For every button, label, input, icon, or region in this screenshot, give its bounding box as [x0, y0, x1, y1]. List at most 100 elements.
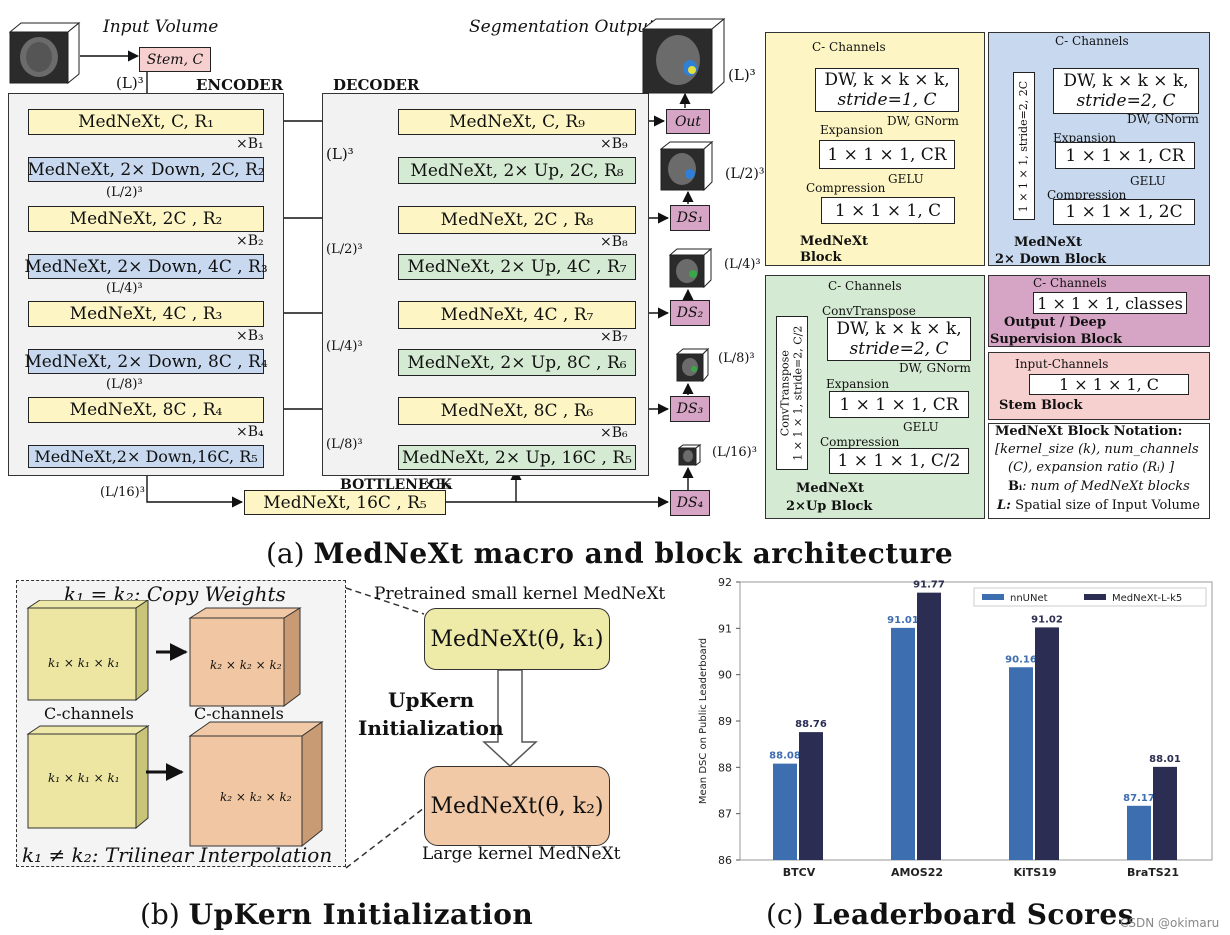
legend-label: MedNeXt-L-k5: [1112, 593, 1182, 604]
classes-box: 1 × 1 × 1, classes: [1033, 292, 1187, 314]
compress-box: 1 × 1 × 1, C: [821, 197, 955, 224]
decoder-up-1: MedNeXt, 2× Up, 2C, R₈: [398, 157, 636, 184]
decoder-up-3: MedNeXt, 2× Up, 8C , R₆: [398, 349, 636, 376]
bar-mednext-l-k5: [1035, 627, 1059, 860]
down-block-label-1: MedNeXt: [1014, 235, 1082, 250]
large-kernel-model: MedNeXt(θ, k₂): [424, 766, 610, 846]
encoder-down-1: MedNeXt, 2× Down, 2C, R₂: [27, 157, 265, 182]
decoder-mult-4: ×B₆: [600, 425, 628, 441]
dw-conv-box: DW, k × k × k, stride=1, C: [815, 68, 959, 112]
output-block-label-1: Output / Deep: [1004, 315, 1107, 330]
decoder-up-2: MedNeXt, 2× Up, 4C , R₇: [398, 254, 636, 280]
encoder-block-2: MedNeXt, 2C , R₂: [28, 206, 264, 232]
notation-b-text: : num of MedNeXt blocks: [1022, 479, 1190, 494]
bar-mednext-l-k5: [917, 592, 941, 860]
encoder-mult-2: ×B₂: [236, 233, 264, 249]
decoder-block-3: MedNeXt, 4C , R₇: [398, 301, 636, 329]
y-tick-label: 91: [718, 622, 732, 635]
size-label: (L/4)³: [326, 339, 363, 354]
y-tick-label: 92: [718, 578, 732, 589]
dw-gnorm-label: DW, GNorm: [887, 114, 959, 128]
gelu-label: GELU: [888, 172, 924, 186]
data-label: 88.01: [1149, 754, 1181, 765]
down-expand-box: 1 × 1 × 1, CR: [1055, 142, 1195, 169]
out-size-label: (L/16)³: [712, 445, 757, 460]
input-channels-label: Input-Channels: [1015, 357, 1109, 371]
bar-nnunet: [1009, 667, 1033, 860]
size-label: (L/16)³: [100, 485, 145, 500]
encoder-block-4: MedNeXt, 8C , R₄: [28, 397, 264, 423]
k2-cube-label: k₂ × k₂ × k₂: [210, 658, 282, 672]
size-label: (L)³: [326, 145, 354, 163]
large-kernel-label: Large kernel MedNeXt: [422, 844, 621, 864]
c-channels-label: C- Channels: [828, 279, 902, 293]
ds4-cube: [678, 444, 702, 466]
upkern-cubes: [26, 600, 324, 848]
out-box: Out: [666, 109, 710, 134]
stem-block-label: Stem Block: [999, 398, 1083, 413]
data-label: 87.17: [1123, 793, 1155, 804]
mednext-block-label: MedNeXt Block: [800, 234, 868, 266]
compression-label: Compression: [1047, 188, 1127, 202]
k2-cube-label: k₂ × k₂ × k₂: [220, 790, 292, 804]
down-side-box: 1 × 1 × 1, stride=2, 2C: [1013, 72, 1035, 220]
notation-l-text: Spatial size of Input Volume: [1010, 498, 1200, 513]
ds-box-1: DS₁: [670, 205, 710, 231]
compression-label: Compression: [820, 435, 900, 449]
decoder-mult-3: ×B₇: [600, 329, 628, 345]
ds3-cube: [676, 348, 710, 382]
x-tick-label: AMOS22: [891, 866, 943, 879]
notation-panel: [988, 423, 1210, 519]
bottleneck-mult: ×B₅: [424, 477, 452, 493]
bottleneck-block: MedNeXt, 16C , R₅: [244, 490, 446, 515]
ds2-cube: [669, 248, 713, 288]
input-volume-label: Input Volume: [103, 17, 219, 37]
segmentation-cube: [642, 18, 726, 95]
dw-conv-label: DW, k × k × k,: [1063, 70, 1189, 91]
gelu-label: GELU: [903, 420, 939, 434]
y-tick-label: 89: [718, 715, 732, 728]
trilinear-label: k₁ ≠ k₂: Trilinear Interpolation: [22, 843, 333, 867]
decoder-block-4: MedNeXt, 8C , R₆: [398, 397, 636, 425]
decoder-block-1: MedNeXt, C, R₉: [398, 109, 636, 135]
notation-title: MedNeXt Block Notation:: [995, 424, 1183, 439]
expansion-label: Expansion: [1053, 131, 1117, 145]
notation-line-3: Bᵢ: num of MedNeXt blocks: [1008, 480, 1190, 493]
up-dw-box: DW, k × k × k, stride=2, C: [827, 317, 971, 361]
size-label: (L/4)³: [106, 281, 143, 296]
data-label: 88.76: [795, 719, 827, 730]
up-expand-box: 1 × 1 × 1, CR: [829, 391, 969, 418]
stem-conv-box: 1 × 1 × 1, C: [1029, 374, 1189, 395]
up-side-label-2: 1 × 1 × 1, stride=2, C/2: [792, 325, 806, 461]
dw-conv-label: DW, k × k × k,: [836, 318, 962, 339]
up-side-label-1: ConvTranspose: [778, 349, 792, 437]
ds1-cube: [660, 141, 714, 191]
dw-gnorm-label: DW, GNorm: [899, 361, 971, 375]
y-tick-label: 87: [718, 808, 732, 821]
dw-gnorm-label: DW, GNorm: [1127, 112, 1199, 126]
dw-stride-label: stride=1, C: [837, 90, 937, 110]
out-size-label: (L/2)³: [725, 166, 765, 182]
upkern-flow: [345, 587, 538, 869]
compression-label: Compression: [806, 181, 886, 195]
encoder-block-1: MedNeXt, C, R₁: [28, 109, 264, 135]
data-label: 90.16: [1005, 654, 1037, 665]
data-label: 91.77: [913, 580, 945, 591]
bar-nnunet: [891, 627, 915, 860]
notation-line-1: [kernel_size (k), num_channels: [995, 442, 1199, 457]
decoder-block-2: MedNeXt, 2C , R₈: [398, 206, 636, 234]
down-compress-box: 1 × 1 × 1, 2C: [1053, 199, 1195, 225]
encoder-block-3: MedNeXt, 4C , R₃: [28, 301, 264, 327]
up-compress-box: 1 × 1 × 1, C/2: [829, 448, 969, 474]
ds-box-3: DS₃: [670, 396, 710, 422]
size-label: (L/8)³: [106, 377, 143, 392]
y-tick-label: 86: [718, 854, 732, 867]
down-dw-box: DW, k × k × k, stride=2, C: [1053, 68, 1199, 114]
expansion-label: Expansion: [820, 123, 884, 137]
up-side-box: ConvTranspose 1 × 1 × 1, stride=2, C/2: [776, 316, 808, 470]
expand-box: 1 × 1 × 1, CR: [819, 140, 955, 169]
segmentation-output-label: Segmentation Output: [469, 17, 655, 37]
encoder-mult-1: ×B₁: [236, 136, 264, 152]
encoder-title: ENCODER: [196, 76, 284, 94]
expansion-label: Expansion: [826, 377, 890, 391]
